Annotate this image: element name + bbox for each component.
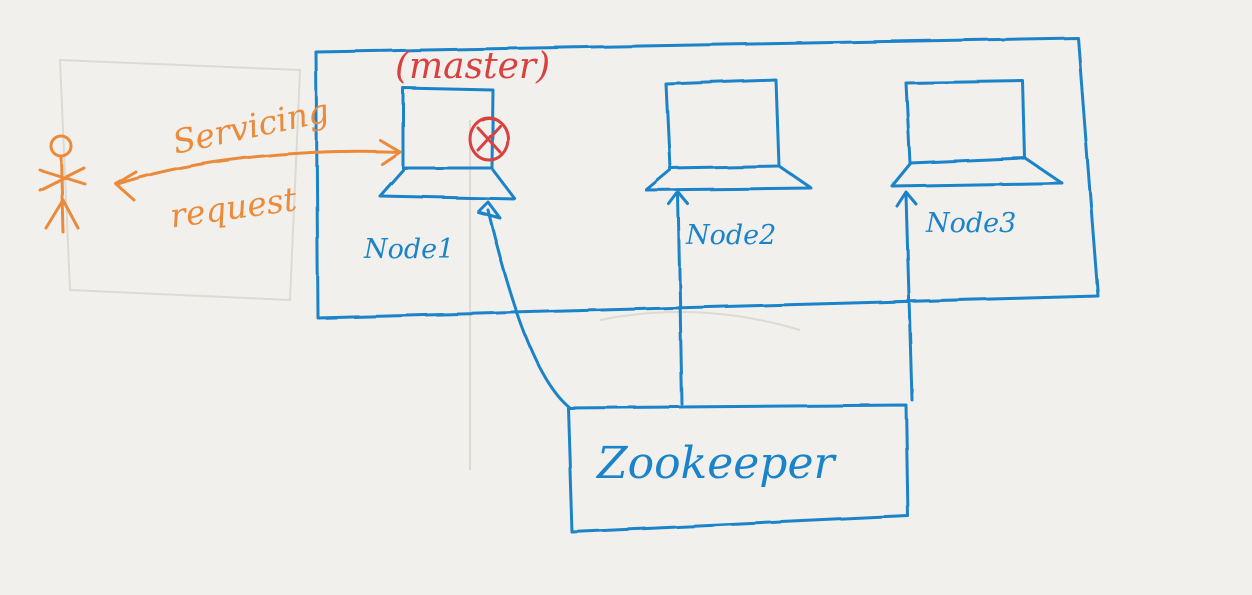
node2-label: Node2 (685, 220, 776, 251)
node1-laptop-icon (378, 86, 517, 201)
node3-label: Node3 (925, 208, 1016, 239)
ghost-marks (58, 58, 801, 470)
master-label: (master) (395, 46, 550, 87)
failure-circled-x-icon (468, 116, 510, 162)
request-label: request (167, 179, 299, 235)
zookeeper-label: Zookeeper (595, 438, 837, 489)
cluster-boundary (314, 36, 1100, 320)
servicing-arrow (114, 138, 402, 202)
client-stick-figure-icon (38, 134, 87, 234)
node3-laptop-icon (890, 79, 1064, 188)
zookeeper-box (566, 403, 910, 534)
node1-label: Node1 (363, 234, 454, 265)
node2-laptop-icon (644, 78, 813, 192)
zookeeper-connectors (486, 192, 914, 410)
connector-arrowheads (476, 190, 918, 220)
